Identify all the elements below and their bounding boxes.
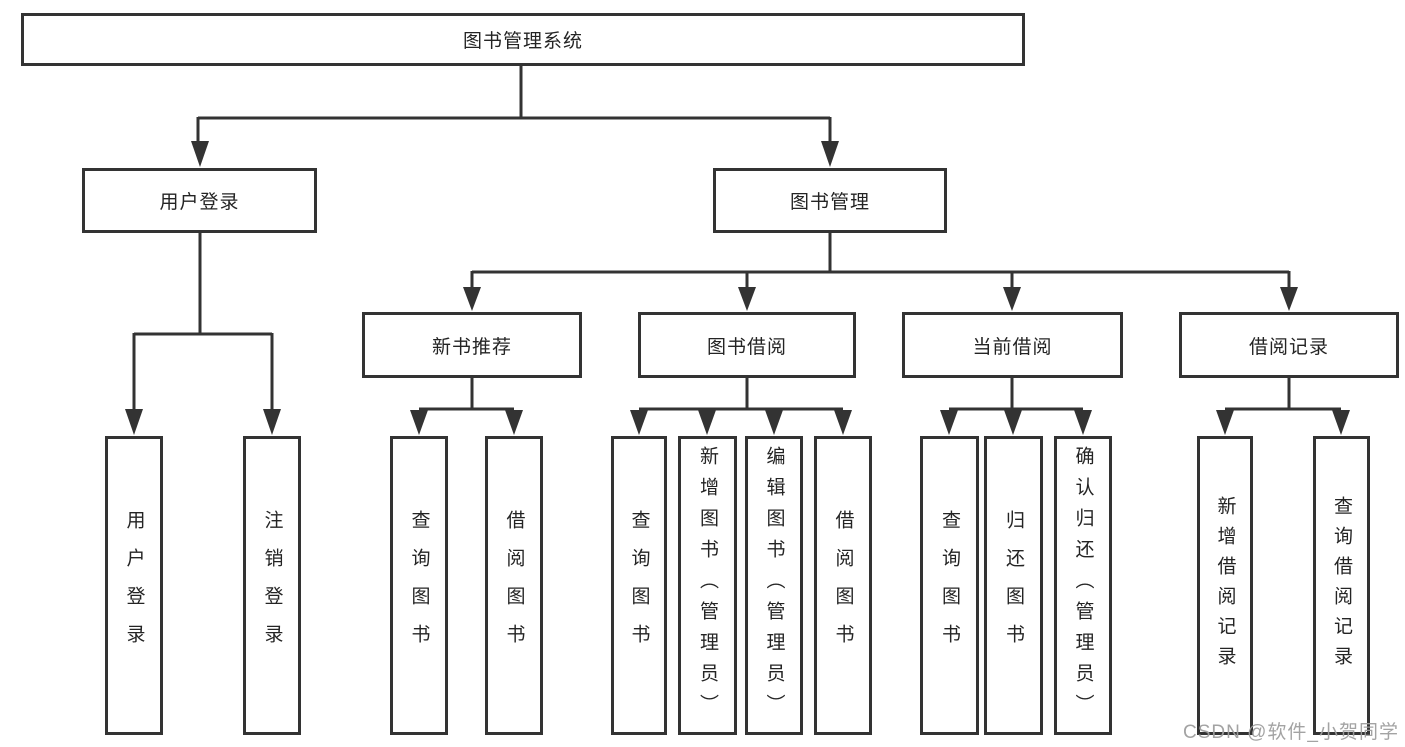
leaf-borrowing-query-books: 查询图书: [611, 436, 667, 735]
leaf-label: 借阅图书: [832, 509, 854, 662]
leaf-newbook-borrow-books: 借阅图书: [485, 436, 543, 735]
node-borrowing-records: 借阅记录: [1179, 312, 1399, 378]
node-label: 图书管理: [789, 192, 870, 213]
leaf-label: 归还图书: [1003, 509, 1024, 662]
leaf-label: 编辑图书（管理员）: [763, 446, 785, 725]
node-label: 新书推荐: [431, 336, 512, 358]
csdn-watermark: CSDN @软件_小贺同学: [1183, 722, 1399, 743]
leaf-records-add-record: 新增借阅记录: [1197, 436, 1253, 735]
leaf-records-query-record: 查询借阅记录: [1313, 436, 1370, 735]
leaf-borrowing-edit-books-admin: 编辑图书（管理员）: [745, 436, 803, 735]
node-user-login: 用户登录: [82, 168, 317, 233]
leaf-current-return-books: 归还图书: [984, 436, 1043, 735]
leaf-borrowing-add-books-admin: 新增图书（管理员）: [678, 436, 737, 735]
leaf-label: 确认归还（管理员）: [1072, 446, 1094, 725]
leaf-label: 新增借阅记录: [1214, 495, 1236, 676]
leaf-current-confirm-return-admin: 确认归还（管理员）: [1054, 436, 1112, 735]
node-label: 借阅记录: [1248, 336, 1329, 358]
leaf-borrowing-borrow-books: 借阅图书: [814, 436, 872, 735]
node-library-management-system: 图书管理系统: [21, 13, 1025, 66]
node-label: 当前借阅: [972, 336, 1053, 358]
leaf-label: 查询图书: [408, 509, 430, 662]
node-label: 用户登录: [159, 192, 240, 213]
node-book-management: 图书管理: [713, 168, 947, 233]
node-book-borrowing: 图书借阅: [638, 312, 856, 378]
node-current-borrowing: 当前借阅: [902, 312, 1123, 378]
arrowheads: [125, 141, 1350, 435]
leaf-label: 新增图书（管理员）: [697, 446, 718, 725]
node-label: 图书管理系统: [462, 31, 583, 52]
leaf-label: 查询图书: [628, 509, 650, 662]
leaf-label: 查询借阅记录: [1331, 495, 1352, 676]
connector-paths: [132, 66, 1341, 412]
node-new-book-recommend: 新书推荐: [362, 312, 582, 378]
leaf-label: 用户登录: [123, 509, 145, 662]
node-label: 图书借阅: [706, 336, 787, 358]
leaf-label: 查询图书: [939, 509, 960, 662]
leaf-newbook-query-books: 查询图书: [390, 436, 448, 735]
leaf-logout-login: 注销登录: [243, 436, 301, 735]
leaf-label: 借阅图书: [503, 509, 525, 662]
leaf-label: 注销登录: [261, 509, 283, 662]
leaf-current-query-books: 查询图书: [920, 436, 979, 735]
leaf-user-login: 用户登录: [105, 436, 163, 735]
